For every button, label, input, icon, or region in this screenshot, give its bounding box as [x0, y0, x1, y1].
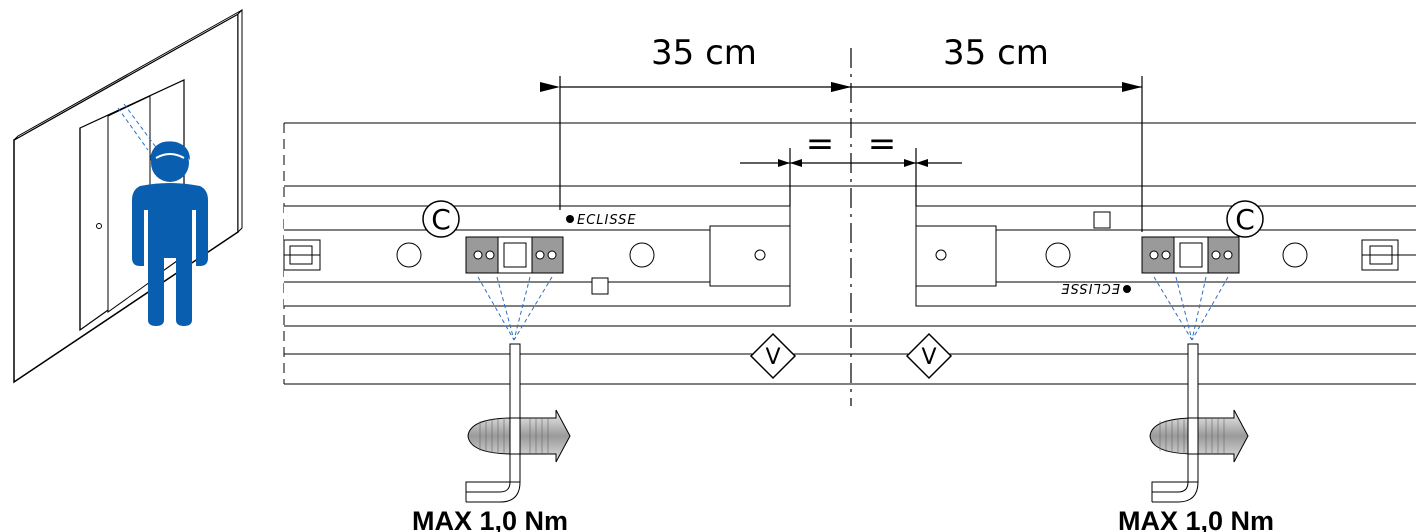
svg-text:ECLISSE: ECLISSE [577, 213, 637, 228]
right-brand-mark: ECLISSE [1060, 280, 1131, 295]
right-torque-label: MAX 1,0 Nm [1118, 506, 1274, 532]
svg-text:C: C [431, 203, 451, 236]
left-rotation-arrow-icon [467, 409, 571, 463]
wall-illustration [13, 8, 243, 384]
left-torque-label: MAX 1,0 Nm [412, 506, 568, 532]
dimension-right-label: 35 cm [943, 33, 1049, 73]
right-v-diamond: V [905, 332, 953, 380]
left-brand-mark: ECLISSE [566, 213, 637, 228]
left-clamp-block [465, 236, 564, 274]
person-icon [132, 141, 208, 326]
left-c-badge: C [422, 200, 460, 238]
left-sensor-beams [477, 276, 553, 341]
svg-text:V: V [921, 345, 936, 370]
right-rotation-arrow-icon [1149, 409, 1249, 463]
left-hex-key-icon [465, 343, 521, 503]
dimension-lines [540, 76, 1143, 232]
dimension-left-label: 35 cm [651, 33, 757, 73]
svg-text:C: C [1235, 203, 1255, 236]
svg-text:V: V [765, 345, 780, 370]
right-clamp-block [1141, 236, 1240, 274]
right-sensor-beams [1153, 276, 1229, 341]
svg-text:ECLISSE: ECLISSE [1060, 280, 1120, 295]
equal-sign-right: = [868, 124, 897, 164]
right-c-badge: C [1226, 200, 1264, 238]
right-hex-key-icon [1151, 343, 1199, 503]
equal-sign-left: = [806, 124, 835, 164]
left-v-diamond: V [749, 332, 797, 380]
